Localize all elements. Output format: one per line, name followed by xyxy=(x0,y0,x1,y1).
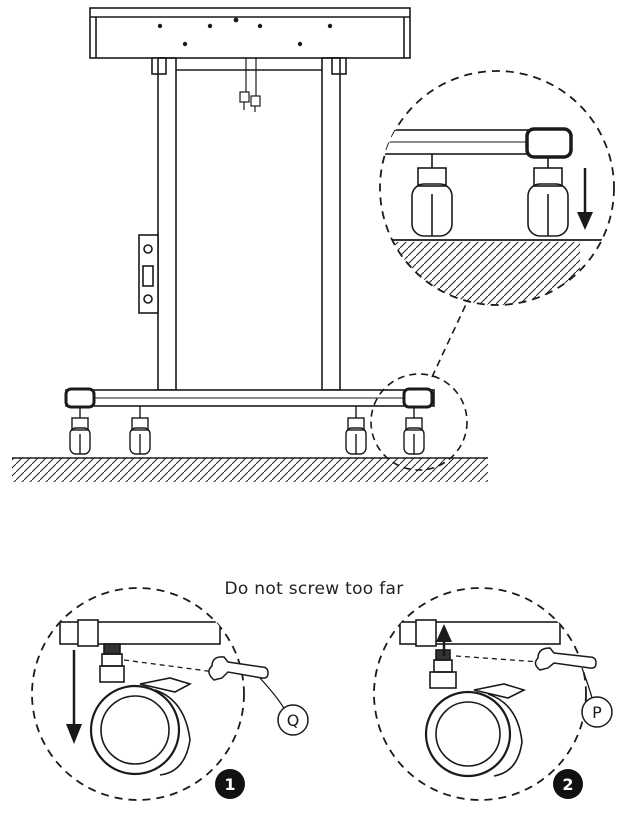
part-label-p: P xyxy=(581,696,613,728)
step-badge-1-text: 1 xyxy=(224,775,235,794)
zoom-detail xyxy=(379,70,615,306)
wrench-icon xyxy=(208,656,269,681)
arrow-down-icon xyxy=(577,168,593,230)
detail-callout xyxy=(370,299,469,471)
caption-text: Do not screw too far xyxy=(224,579,404,599)
step-1-detail xyxy=(31,587,245,801)
caster-wheel-icon xyxy=(129,406,151,455)
step-badge-1: 1 xyxy=(215,769,245,799)
floor-hatch xyxy=(12,457,488,482)
display-unit xyxy=(89,7,411,59)
part-label-p-text: P xyxy=(592,703,602,722)
part-label-q: Q xyxy=(277,704,309,736)
caster-wheel-icon xyxy=(403,406,425,455)
stand-columns xyxy=(157,57,341,391)
wrench-icon xyxy=(534,647,597,671)
arrow-down-icon xyxy=(66,650,82,744)
power-cable xyxy=(239,58,261,112)
part-label-q-text: Q xyxy=(287,711,300,730)
caster-wheel-icon xyxy=(69,406,91,455)
step-badge-2: 2 xyxy=(553,769,583,799)
caster-wheel-icon xyxy=(345,406,367,455)
side-bracket xyxy=(138,234,159,314)
arrow-up-icon xyxy=(436,624,452,656)
stand-base xyxy=(64,387,435,409)
stand-illustration xyxy=(64,7,435,455)
step-badge-2-text: 2 xyxy=(562,775,573,794)
step-2-detail xyxy=(373,587,587,801)
